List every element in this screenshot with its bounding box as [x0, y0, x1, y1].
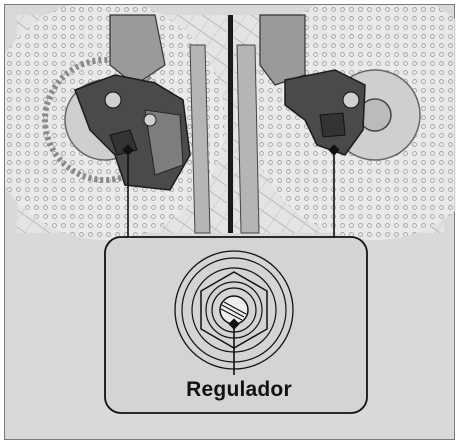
left-caliper-view: [5, 5, 227, 240]
figure-frame: Regulador: [4, 4, 455, 440]
panel-divider: [228, 15, 233, 233]
regulator-label: Regulador: [112, 378, 366, 402]
right-caliper-view: [234, 5, 456, 240]
diagram-canvas: [5, 5, 456, 441]
